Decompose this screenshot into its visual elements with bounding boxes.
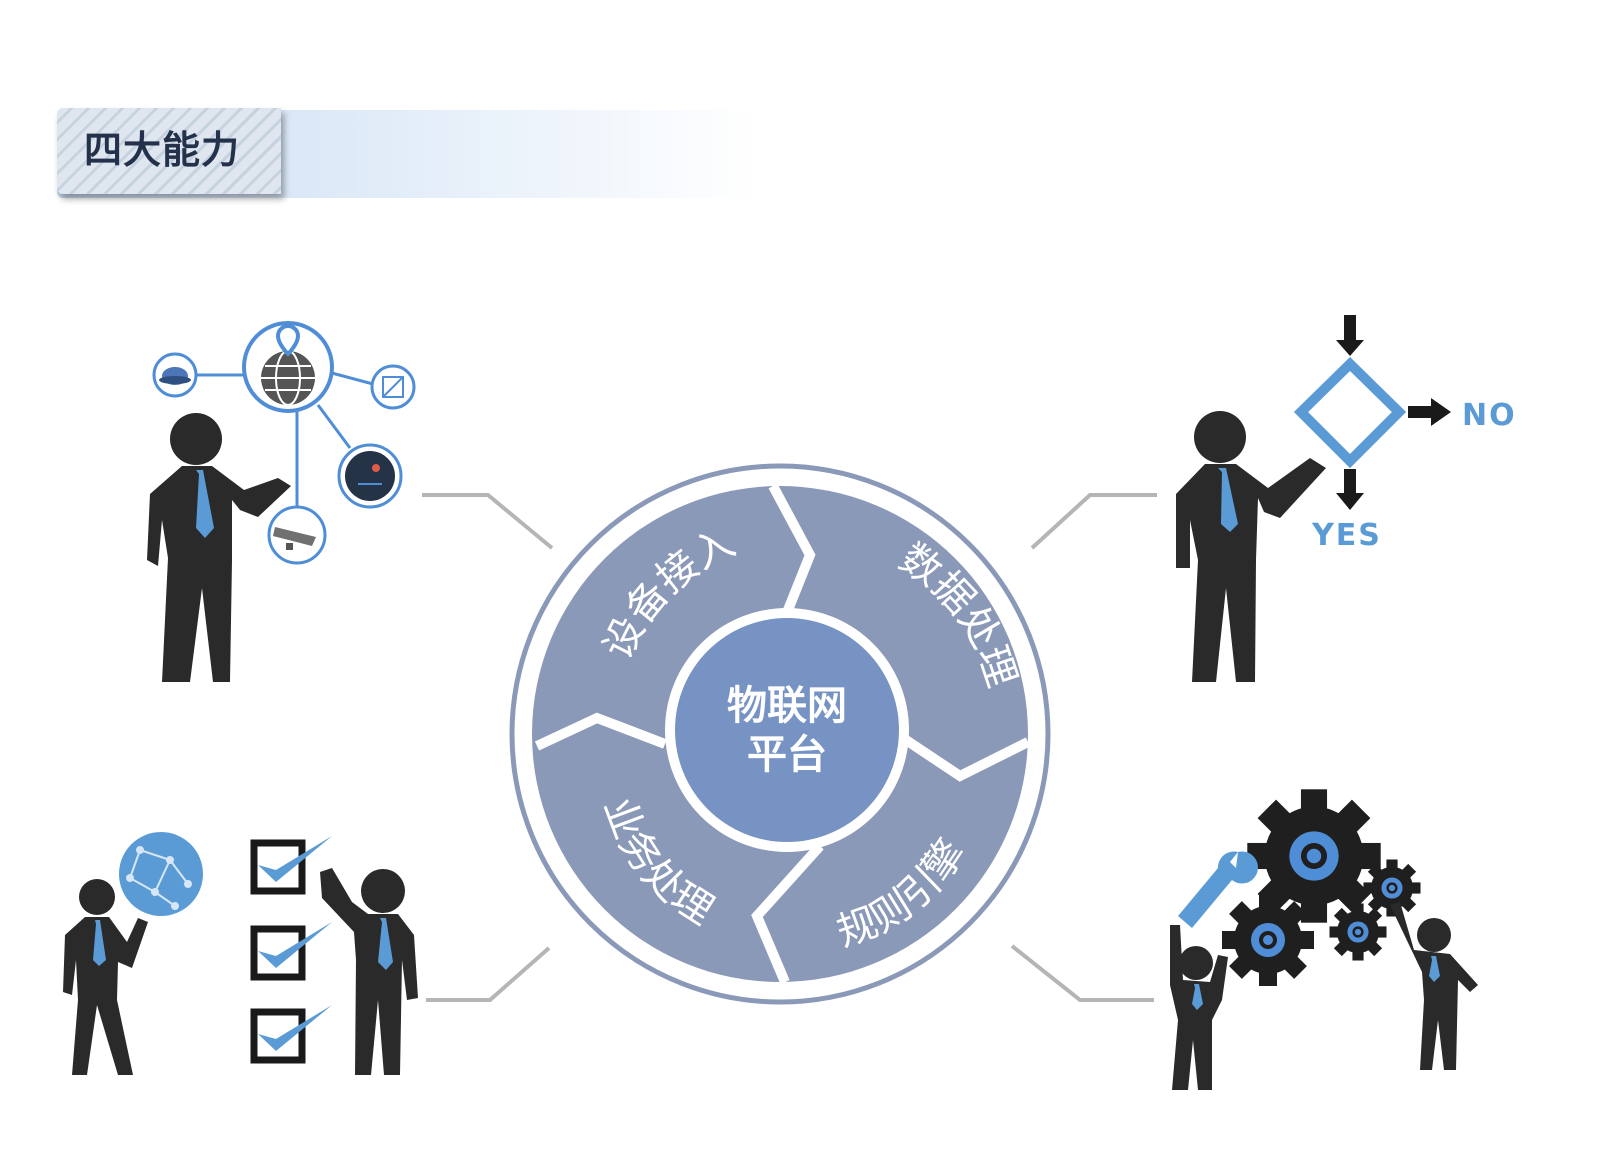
connector-bottom-left (426, 946, 551, 1002)
gears-illustration (1178, 789, 1421, 986)
wearable-icon (337, 443, 403, 509)
network-globe-icon (119, 832, 203, 916)
center-label-line1: 物联网 (727, 683, 847, 729)
worker-figure-right (1390, 902, 1478, 1070)
arrow-down-icon (1336, 315, 1364, 356)
presenter-figure-bottom-left (63, 879, 148, 1075)
decision-flow-icon: NO YES (1293, 315, 1517, 553)
center-label-line2: 平台 (747, 732, 827, 778)
sensor-icon (370, 364, 416, 410)
connector-bottom-right (1010, 944, 1154, 1002)
connector-top-right (1030, 493, 1157, 550)
worker-figure-left (1170, 925, 1228, 1090)
arrow-right-icon (1408, 398, 1451, 426)
presenter-figure-top-right (1176, 411, 1326, 682)
presenter-figure-top-left (147, 413, 291, 682)
device-network-illustration (152, 321, 416, 565)
decision-diamond-icon (1293, 357, 1407, 469)
gear-icon (1329, 903, 1387, 961)
checkbox-icon (250, 836, 332, 895)
checklist (250, 836, 332, 1064)
title-tab (57, 108, 281, 194)
gear-icon (1222, 894, 1314, 986)
yes-label: YES (1311, 518, 1382, 553)
checkbox-icon (250, 1005, 332, 1064)
wrench-icon (1178, 851, 1258, 928)
checkbox-icon (250, 922, 332, 981)
connector-lines (422, 493, 1157, 1002)
satellite-icon (152, 352, 198, 398)
presenter-figure-bottom-center (320, 868, 418, 1075)
connector-top-left (422, 493, 554, 550)
no-label: NO (1462, 398, 1517, 433)
globe-location-icon (242, 321, 334, 413)
page-title: 四大能力 (84, 128, 241, 172)
cycle-ring (509, 463, 1051, 1005)
camera-icon (267, 505, 327, 565)
